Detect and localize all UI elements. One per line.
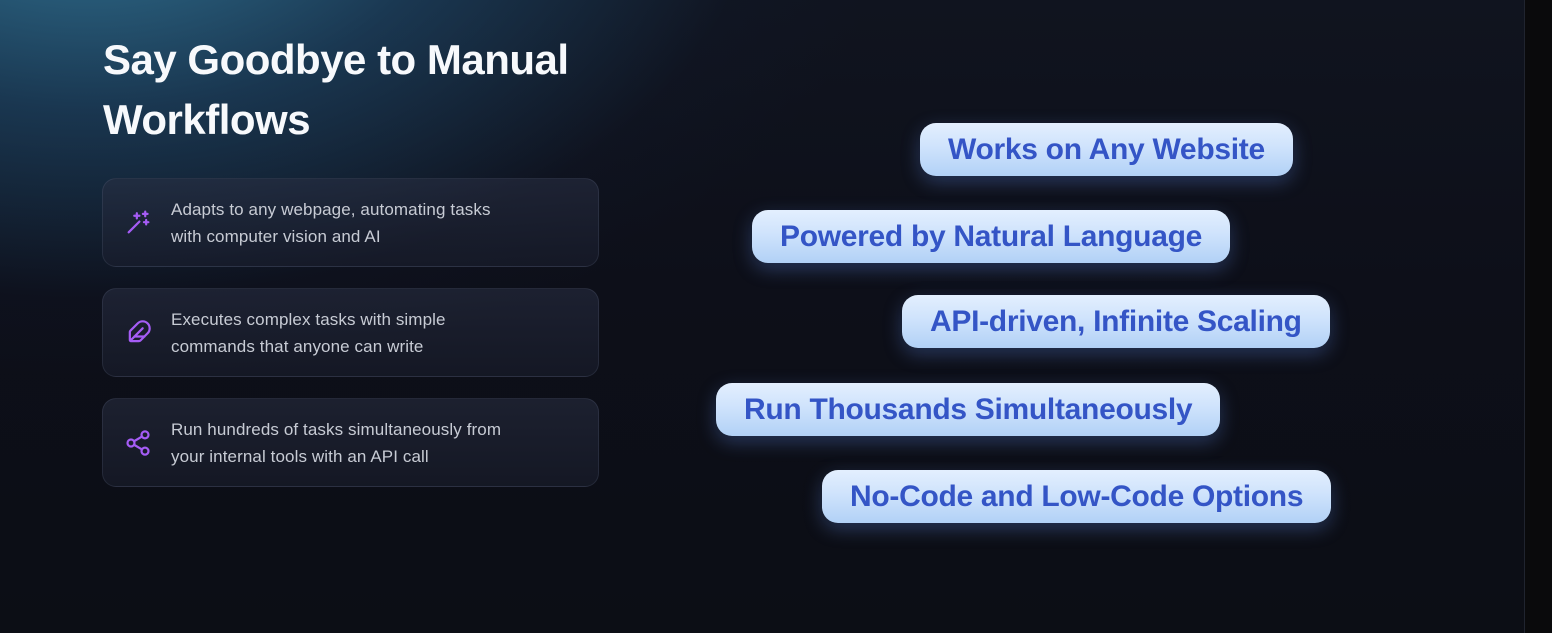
badge-works-on-any-website: Works on Any Website [920, 123, 1293, 176]
feature-card-simple-commands: Executes complex tasks with simple comma… [102, 288, 599, 377]
page-title-line-2: Workflows [103, 96, 311, 144]
badge-api-driven-infinite-scaling: API-driven, Infinite Scaling [902, 295, 1330, 348]
feature-text-line: with computer vision and AI [171, 226, 381, 246]
feature-text-line: your internal tools with an API call [171, 446, 429, 466]
badge-run-thousands-simultaneously: Run Thousands Simultaneously [716, 383, 1221, 436]
feature-card-text: Executes complex tasks with simple comma… [171, 306, 446, 360]
page-title: Say Goodbye to Manual Workflows [103, 30, 569, 150]
feature-text-line: Adapts to any webpage, automating tasks [171, 199, 491, 219]
badge-no-code-low-code-options: No-Code and Low-Code Options [822, 470, 1332, 523]
badge-powered-by-natural-language: Powered by Natural Language [752, 210, 1230, 263]
section-edge-divider [1524, 0, 1552, 633]
feature-text-line: Executes complex tasks with simple [171, 309, 446, 329]
wand-sparkles-icon [123, 208, 153, 238]
share-network-icon [123, 428, 153, 458]
feature-card-api-scale: Run hundreds of tasks simultaneously fro… [102, 398, 599, 487]
feature-text-line: commands that anyone can write [171, 336, 424, 356]
feature-text-line: Run hundreds of tasks simultaneously fro… [171, 419, 502, 439]
page-title-line-1: Say Goodbye to Manual [103, 36, 569, 84]
feature-card-text: Run hundreds of tasks simultaneously fro… [171, 416, 501, 470]
feature-card-adaptive-automation: Adapts to any webpage, automating tasks … [102, 178, 599, 267]
feather-icon [123, 318, 153, 348]
feature-card-list: Adapts to any webpage, automating tasks … [102, 178, 599, 487]
feature-card-text: Adapts to any webpage, automating tasks … [171, 196, 491, 250]
